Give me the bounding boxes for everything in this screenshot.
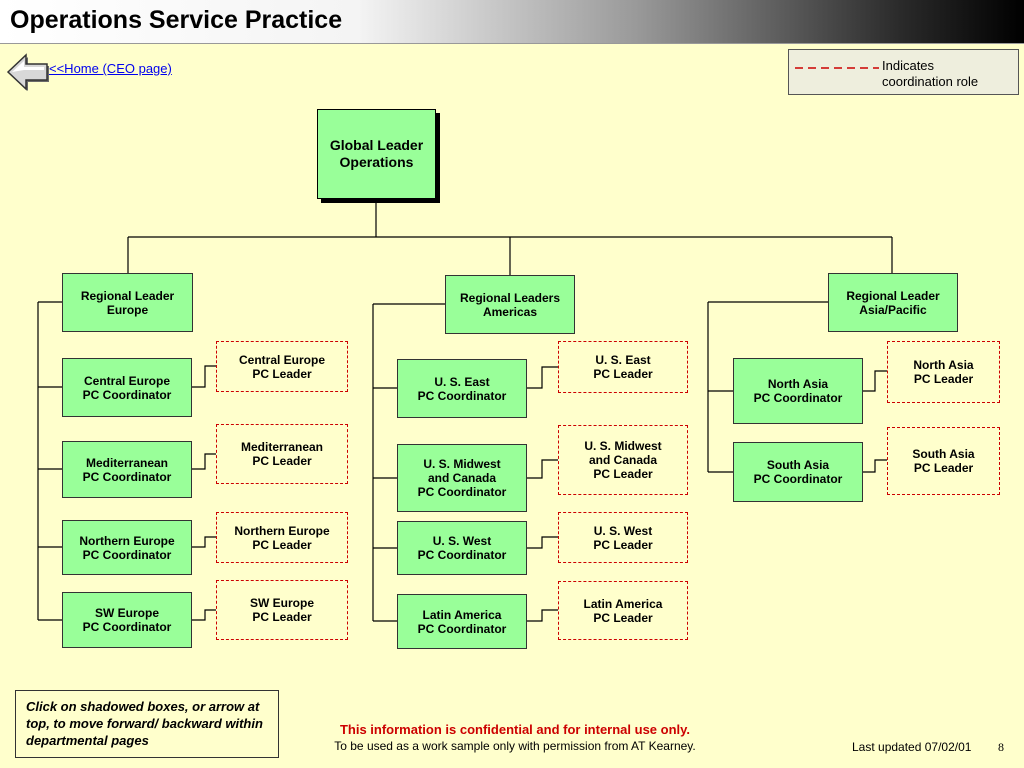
coordinator-us-east[interactable]: U. S. East PC Coordinator	[397, 359, 527, 418]
confidential-notice: This information is confidential and for…	[339, 722, 691, 737]
coordinator-central-europe[interactable]: Central Europe PC Coordinator	[62, 358, 192, 417]
pc-leader-sw-europe: SW Europe PC Leader	[216, 580, 348, 640]
pc-leader-north-asia: North Asia PC Leader	[887, 341, 1000, 403]
coordinator-sw-europe[interactable]: SW Europe PC Coordinator	[62, 592, 192, 648]
left-arrow-icon[interactable]	[6, 52, 50, 92]
pc-leader-us-midwest-canada: U. S. Midwest and Canada PC Leader	[558, 425, 688, 495]
coordinator-us-midwest-canada[interactable]: U. S. Midwest and Canada PC Coordinator	[397, 444, 527, 512]
pc-leader-us-west: U. S. West PC Leader	[558, 512, 688, 563]
instruction-box: Click on shadowed boxes, or arrow at top…	[15, 690, 279, 758]
pc-leader-central-europe: Central Europe PC Leader	[216, 341, 348, 392]
page-number: 8	[998, 740, 1004, 754]
coordinator-north-asia[interactable]: North Asia PC Coordinator	[733, 358, 863, 424]
coordinator-latin-america[interactable]: Latin America PC Coordinator	[397, 594, 527, 649]
legend-text: Indicates coordination role	[882, 58, 979, 89]
pc-leader-us-east: U. S. East PC Leader	[558, 341, 688, 393]
regional-leader-americas[interactable]: Regional Leaders Americas	[445, 275, 575, 334]
title-bar: Operations Service Practice	[0, 0, 1024, 44]
dashed-line-sample	[795, 67, 879, 69]
regional-leader-europe[interactable]: Regional Leader Europe	[62, 273, 193, 332]
work-sample-notice: To be used as a work sample only with pe…	[334, 739, 696, 753]
global-leader-box[interactable]: Global Leader Operations	[317, 109, 436, 199]
coordinator-us-west[interactable]: U. S. West PC Coordinator	[397, 521, 527, 575]
last-updated: Last updated 07/02/01	[852, 740, 972, 754]
page-title: Operations Service Practice	[10, 6, 343, 34]
pc-leader-latin-america: Latin America PC Leader	[558, 581, 688, 640]
coordinator-south-asia[interactable]: South Asia PC Coordinator	[733, 442, 863, 502]
pc-leader-mediterranean: Mediterranean PC Leader	[216, 424, 348, 484]
coordinator-mediterranean[interactable]: Mediterranean PC Coordinator	[62, 441, 192, 498]
home-link[interactable]: <<Home (CEO page)	[49, 61, 172, 76]
coordinator-northern-europe[interactable]: Northern Europe PC Coordinator	[62, 520, 192, 575]
pc-leader-northern-europe: Northern Europe PC Leader	[216, 512, 348, 563]
legend-box: Indicates coordination role	[788, 49, 1019, 95]
pc-leader-south-asia: South Asia PC Leader	[887, 427, 1000, 495]
regional-leader-asia-pacific[interactable]: Regional Leader Asia/Pacific	[828, 273, 958, 332]
